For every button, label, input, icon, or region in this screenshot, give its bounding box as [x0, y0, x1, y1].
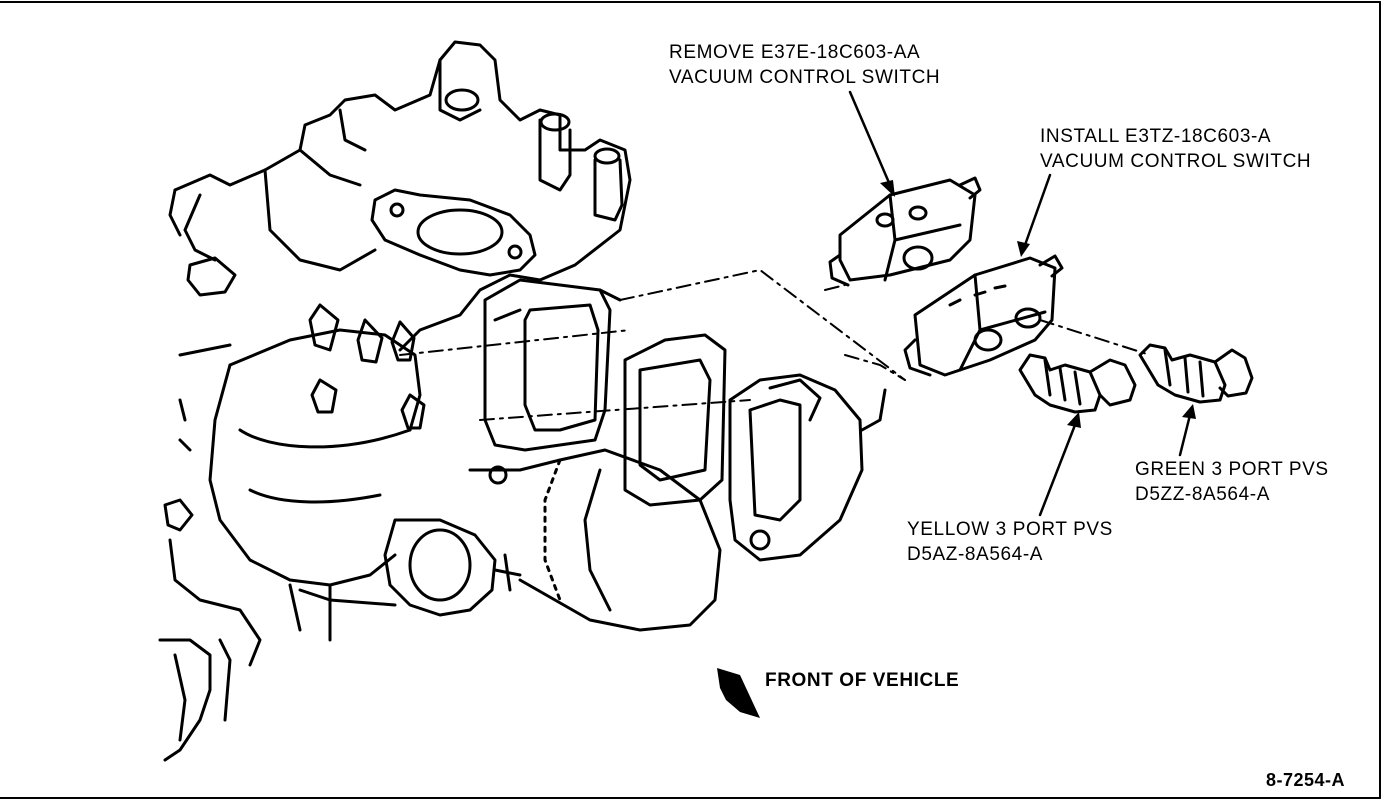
- old-vacuum-switch: [828, 176, 982, 287]
- remove-switch-callout: REMOVE E37E-18C603-AA VACUUM CONTROL SWI…: [669, 40, 940, 90]
- install-line-1: INSTALL E3TZ-18C603-A: [1040, 126, 1272, 147]
- housing: [468, 448, 722, 632]
- front-arrow-icon: [717, 668, 760, 718]
- yellow-pvs-line-1: YELLOW 3 PORT PVS: [907, 519, 1113, 540]
- intake-manifold: [168, 40, 632, 352]
- front-of-vehicle-label: FRONT OF VEHICLE: [765, 670, 960, 691]
- yellow-pvs-line-2: D5AZ-8A564-A: [907, 544, 1044, 565]
- green-pvs-line-2: D5ZZ-8A564-A: [1135, 484, 1270, 505]
- figure-number: 8-7254-A: [1266, 770, 1346, 790]
- gasket: [623, 333, 727, 507]
- install-switch-callout: INSTALL E3TZ-18C603-A VACUUM CONTROL SWI…: [1040, 124, 1311, 174]
- distributor: [208, 303, 522, 642]
- remove-line-2: VACUUM CONTROL SWITCH: [669, 67, 941, 88]
- egr-spacer: [483, 278, 622, 452]
- install-line-2: VACUUM CONTROL SWITCH: [1040, 151, 1312, 172]
- alignment-lines: [399, 269, 1151, 421]
- green-pvs-line-1: GREEN 3 PORT PVS: [1135, 459, 1329, 480]
- egr-valve-body: [728, 373, 887, 562]
- remove-line-1: REMOVE E37E-18C603-AA: [669, 42, 921, 63]
- new-vacuum-switch: [903, 254, 1064, 377]
- yellow-pvs: [1018, 353, 1137, 414]
- leader-lines: [848, 90, 1192, 517]
- yellow-pvs-callout: YELLOW 3 PORT PVS D5AZ-8A564-A: [907, 517, 1113, 567]
- leader-arrowheads: [880, 180, 1196, 428]
- green-pvs: [1138, 343, 1254, 404]
- green-pvs-callout: GREEN 3 PORT PVS D5ZZ-8A564-A: [1135, 457, 1329, 507]
- hoses: [158, 343, 262, 762]
